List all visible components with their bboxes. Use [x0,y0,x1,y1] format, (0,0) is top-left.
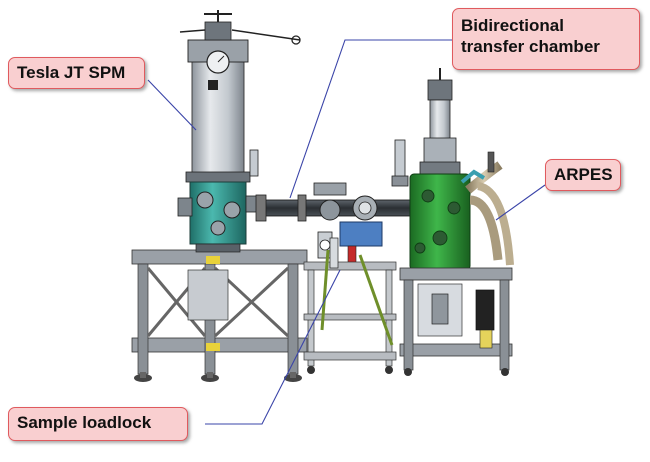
tesla-spm-label: Tesla JT SPM [8,57,145,89]
support-frame-drawing [131,249,308,382]
leader-lines [147,39,546,425]
loadlock-drawing [303,237,397,374]
transfer-chamber-label-line1: Bidirectional [461,16,564,35]
transfer-chamber-label-line2: transfer chamber [461,37,600,56]
tesla-spm-drawing [177,10,301,253]
transfer-chamber-drawing [255,139,423,265]
sample-loadlock-label: Sample loadlock [8,407,188,441]
transfer-chamber-label: Bidirectional transfer chamber [452,8,640,70]
arpes-drawing [399,68,514,376]
arpes-label: ARPES [545,159,621,191]
